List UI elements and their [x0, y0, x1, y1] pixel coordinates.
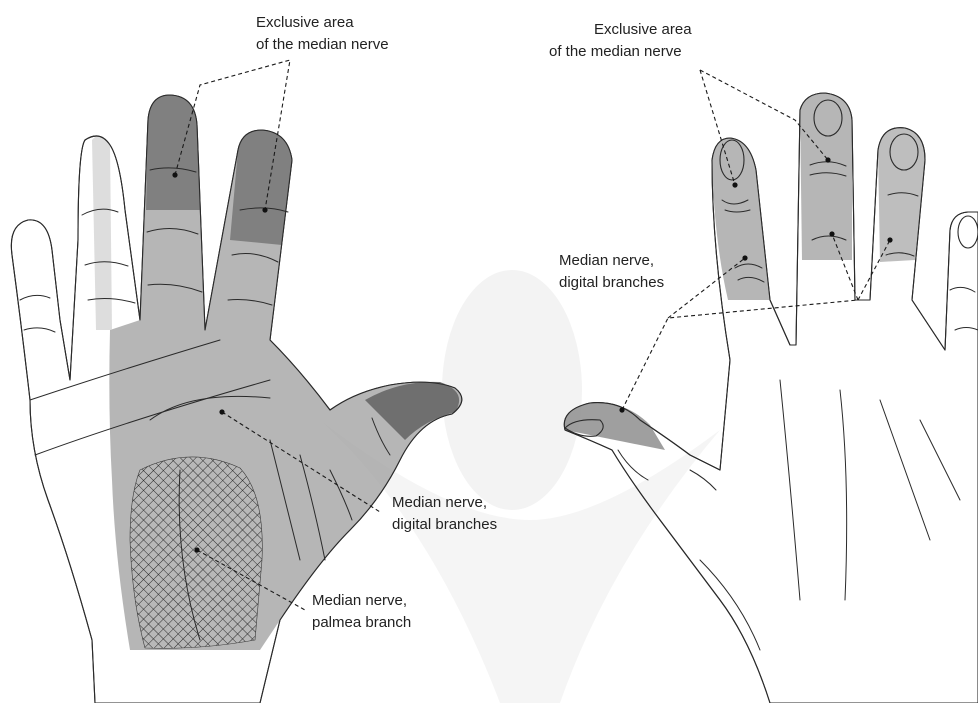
right-exclusive-label-2: of the median nerve — [549, 43, 682, 60]
left-palmea-label-2: palmea branch — [312, 614, 411, 631]
left-palmar-hatch — [130, 457, 262, 648]
right-hand — [564, 70, 978, 703]
right-digital-label-1: Median nerve, — [559, 252, 654, 269]
left-digital-label-2: digital branches — [392, 516, 497, 533]
left-exclusive-label-2: of the median nerve — [256, 36, 389, 53]
right-digital-label-2: digital branches — [559, 274, 664, 291]
left-palmea-label-1: Median nerve, — [312, 592, 407, 609]
right-exclusive-label-1: Exclusive area — [594, 21, 692, 38]
left-digital-label-1: Median nerve, — [392, 494, 487, 511]
left-exclusive-label-1: Exclusive area — [256, 14, 354, 31]
left-exclusive-middle — [230, 130, 292, 245]
